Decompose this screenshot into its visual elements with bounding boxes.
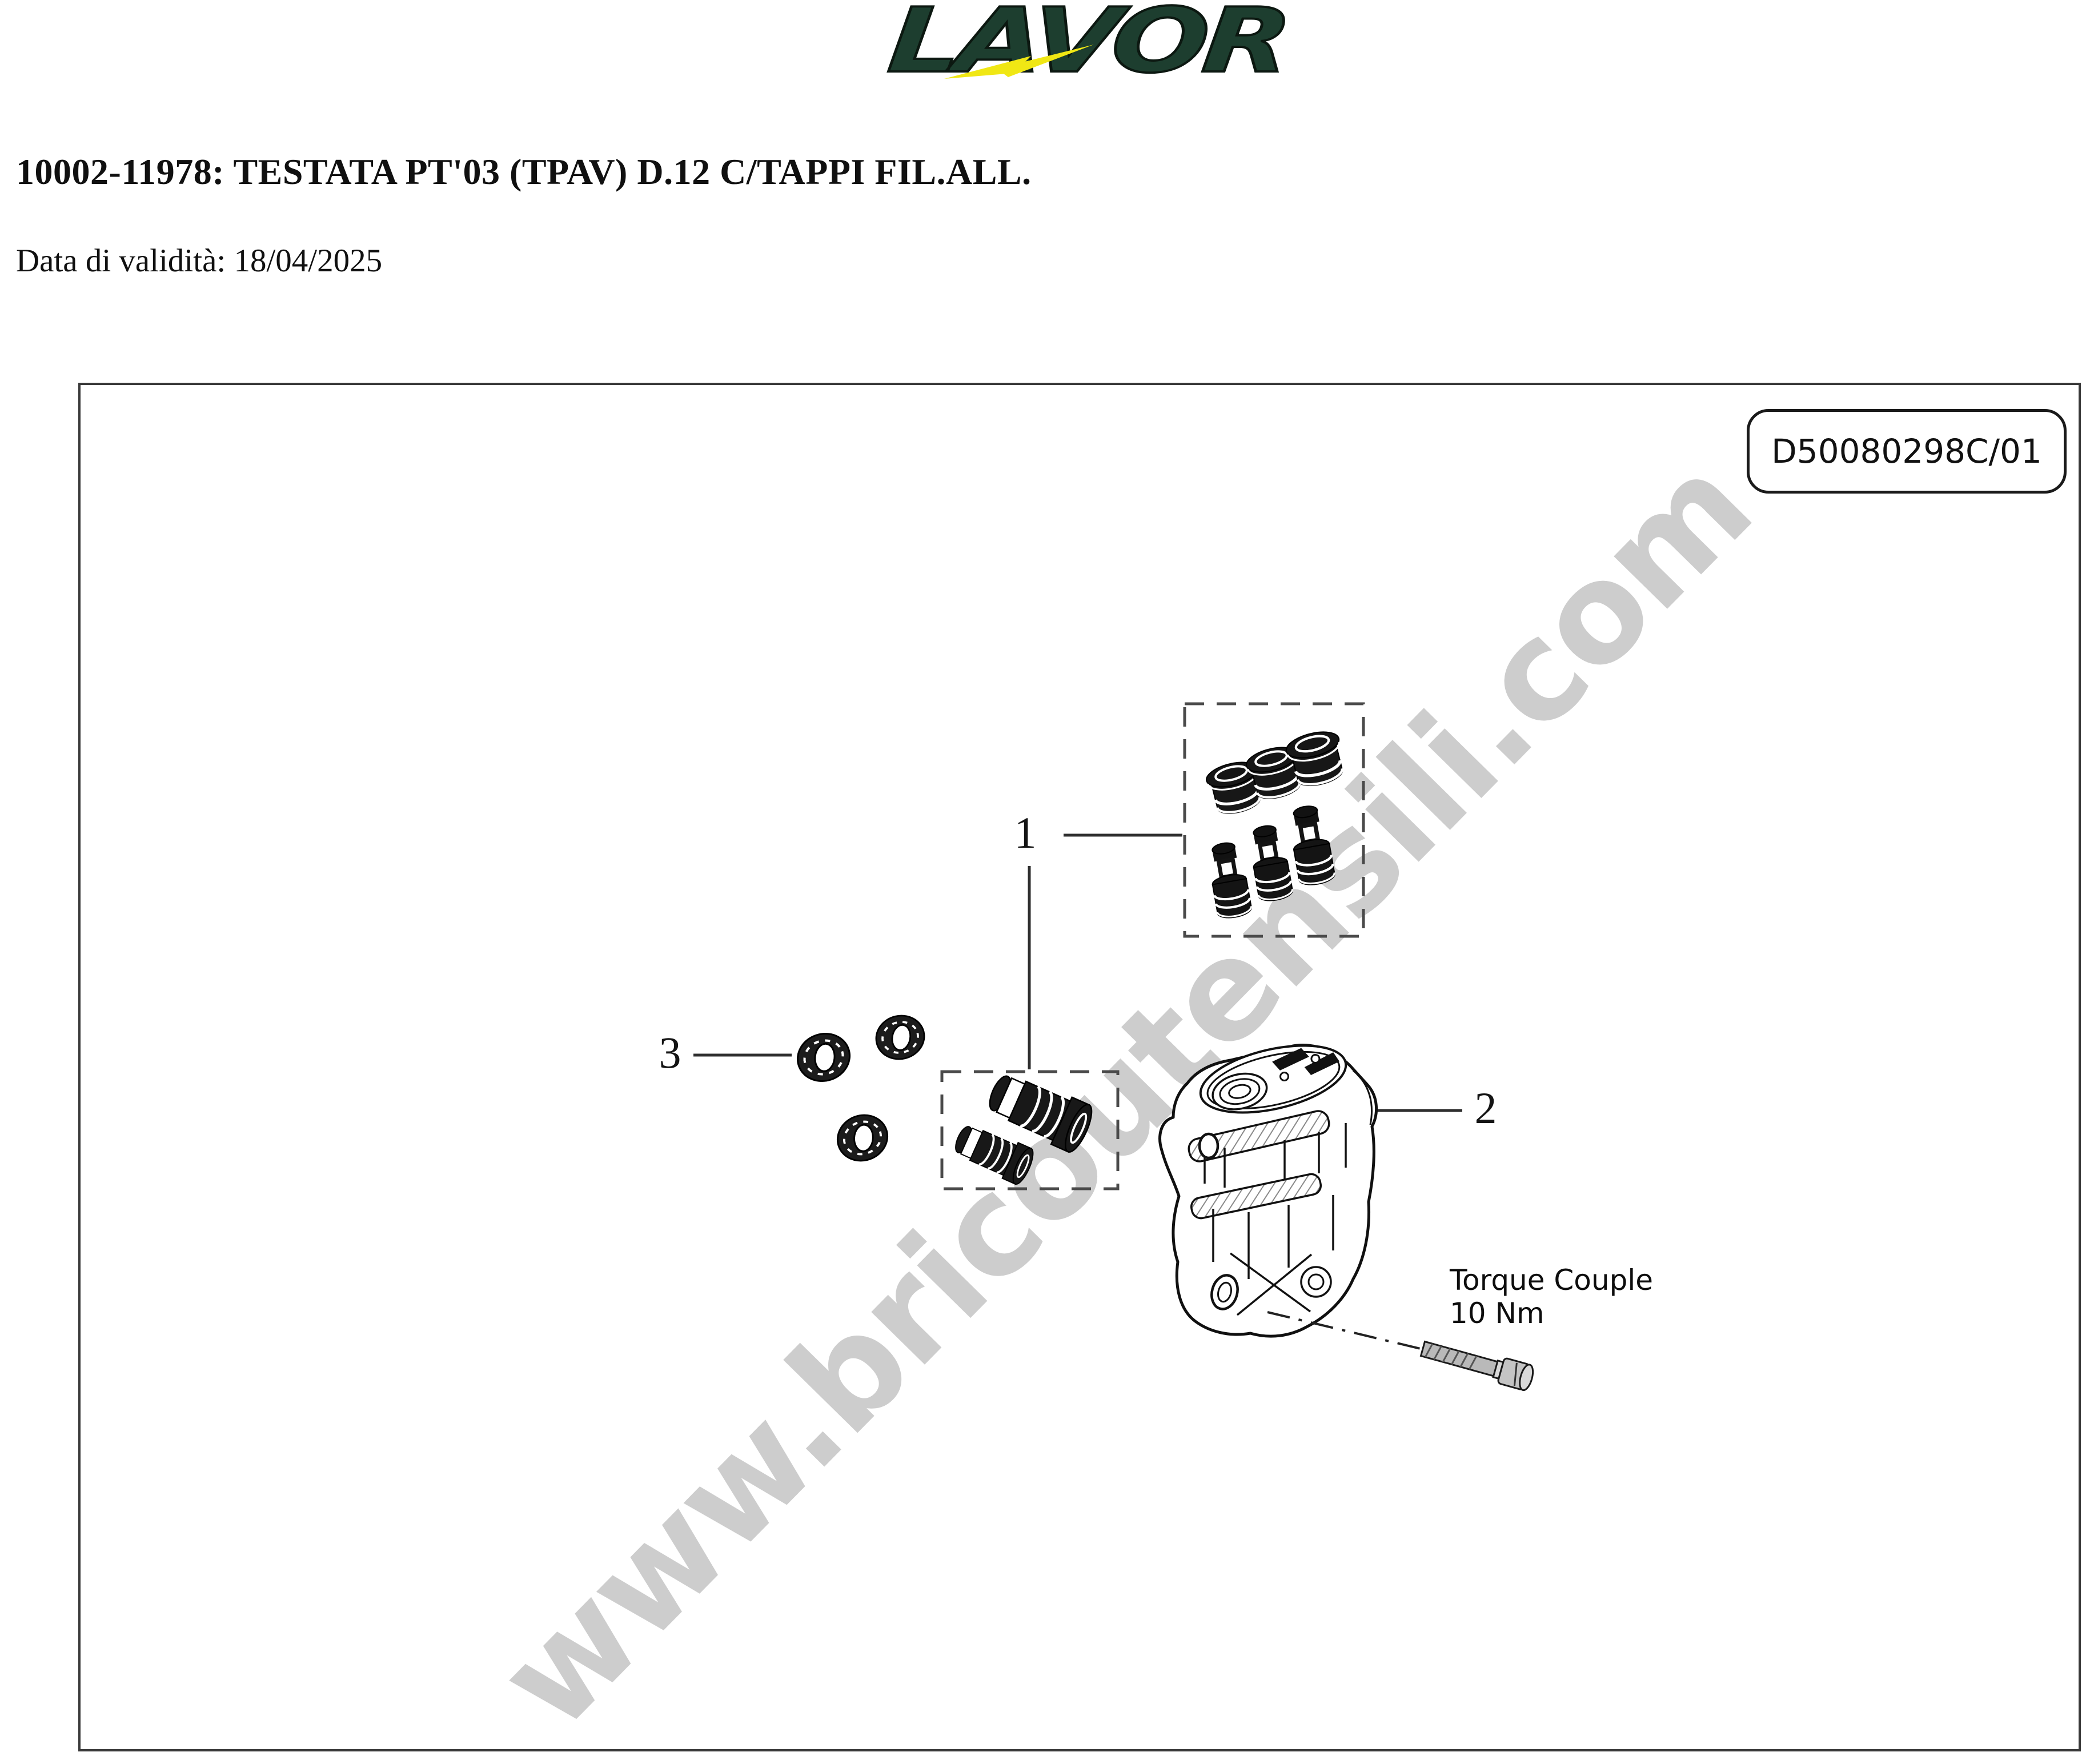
diagram-frame: www.bricoutensili.com (78, 383, 2081, 1751)
validity-date: Data di validità: 18/04/2025 (16, 243, 383, 279)
part1-kit-dashed-box-2 (940, 1070, 1120, 1190)
lavor-logo: LAVOR (882, 0, 1345, 94)
drawing-number-badge: D50080298C/01 (1747, 409, 2067, 494)
valve-cartridge-diagonal-group (949, 1067, 1097, 1188)
valve-plug-group (1204, 727, 1349, 818)
bolt-axis-line (1267, 1311, 1421, 1350)
callout-1: 1 (1014, 808, 1037, 857)
part1-kit-dashed-box (1183, 702, 1365, 938)
callout-3: 3 (659, 1028, 681, 1077)
exploded-view-drawing (693, 702, 1534, 1392)
callout-2: 2 (1474, 1083, 1497, 1133)
torque-note-line1: Torque Couple (1450, 1264, 1653, 1297)
drawing-number: D50080298C/01 (1771, 432, 2042, 471)
torque-note: Torque Couple 10 Nm (1450, 1264, 1653, 1330)
page-title: 10002-11978: TESTATA PT'03 (TPAV) D.12 C… (16, 151, 1032, 192)
valve-cartridge-group (1205, 803, 1336, 921)
o-ring-group (790, 1009, 930, 1169)
torque-bolt (1419, 1340, 1534, 1392)
pump-head-drawing (1158, 1044, 1378, 1338)
torque-note-line2: 10 Nm (1450, 1297, 1545, 1330)
logo-lightning-icon (944, 45, 1094, 79)
